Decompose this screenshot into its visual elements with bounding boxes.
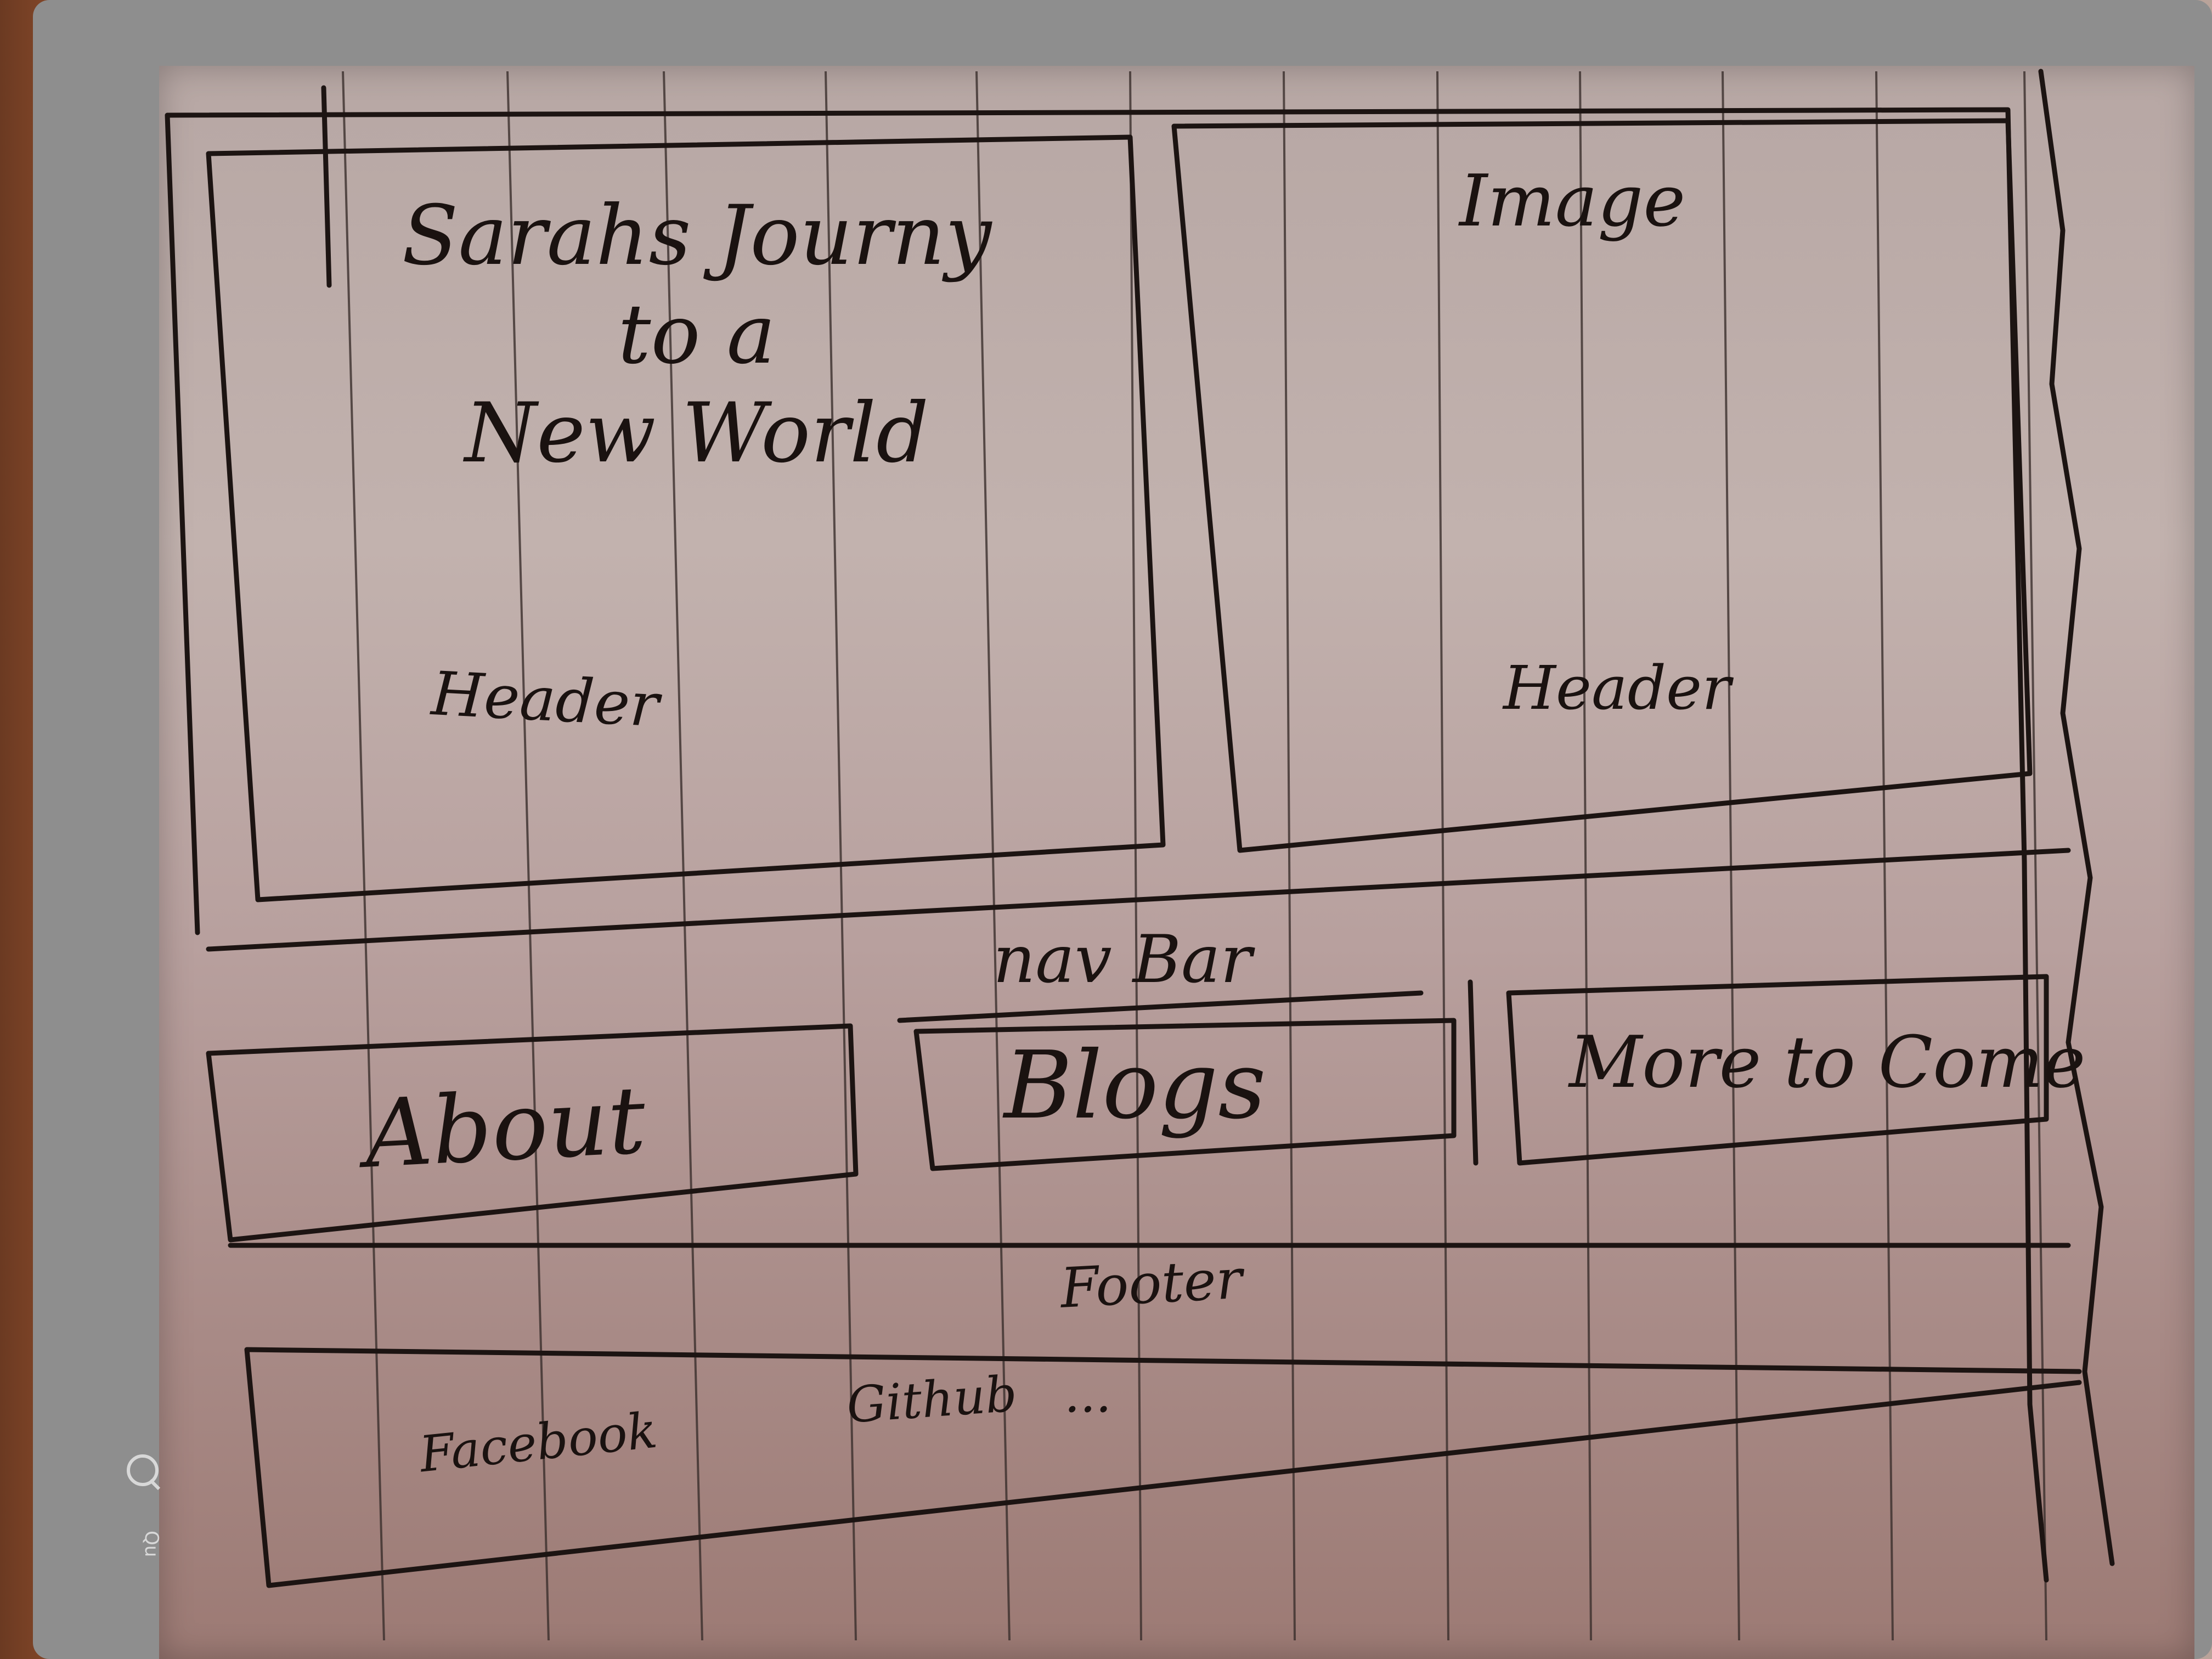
side-scribble (2038, 69, 2115, 1566)
right-header-label: Header (1503, 653, 1731, 723)
nav-blogs-button[interactable]: Blogs (1004, 1031, 1266, 1140)
site-title-line-3: New World (464, 386, 929, 481)
nav-more-to-come-button[interactable]: More to Come (1569, 1020, 2086, 1104)
more-button-outline (1506, 974, 2049, 1166)
nav-underline (897, 990, 1424, 1023)
image-placeholder-label: Image (1459, 159, 1686, 242)
left-header-mark (321, 85, 332, 288)
left-header-box (206, 134, 1166, 902)
left-header-label: Header (430, 658, 661, 741)
right-header-box (1171, 118, 2033, 853)
board-grid-lines (342, 71, 2047, 1641)
site-title-line-2: to a (618, 287, 776, 382)
nav-about-button[interactable]: About (362, 1066, 648, 1189)
site-title: Sarahs Journy to a New World (395, 187, 998, 483)
footer-link-github[interactable]: Github (845, 1365, 1019, 1435)
nav-bar-label: nav Bar (993, 922, 1252, 998)
blogs-button-outline (913, 1018, 1457, 1171)
page-outline (165, 107, 2049, 1583)
footer-link-more: ... (1064, 1366, 1111, 1424)
about-button-outline (206, 1023, 859, 1243)
footer-label: Footer (1059, 1246, 1244, 1321)
quartet-logo: Quartet (127, 1454, 162, 1558)
nav-divider (1468, 979, 1479, 1166)
header-divider (206, 848, 2071, 952)
svg-text:Quartet: Quartet (140, 1531, 162, 1558)
site-title-line-1: Sarahs Journy (402, 188, 992, 284)
footer-box (244, 1347, 2082, 1588)
